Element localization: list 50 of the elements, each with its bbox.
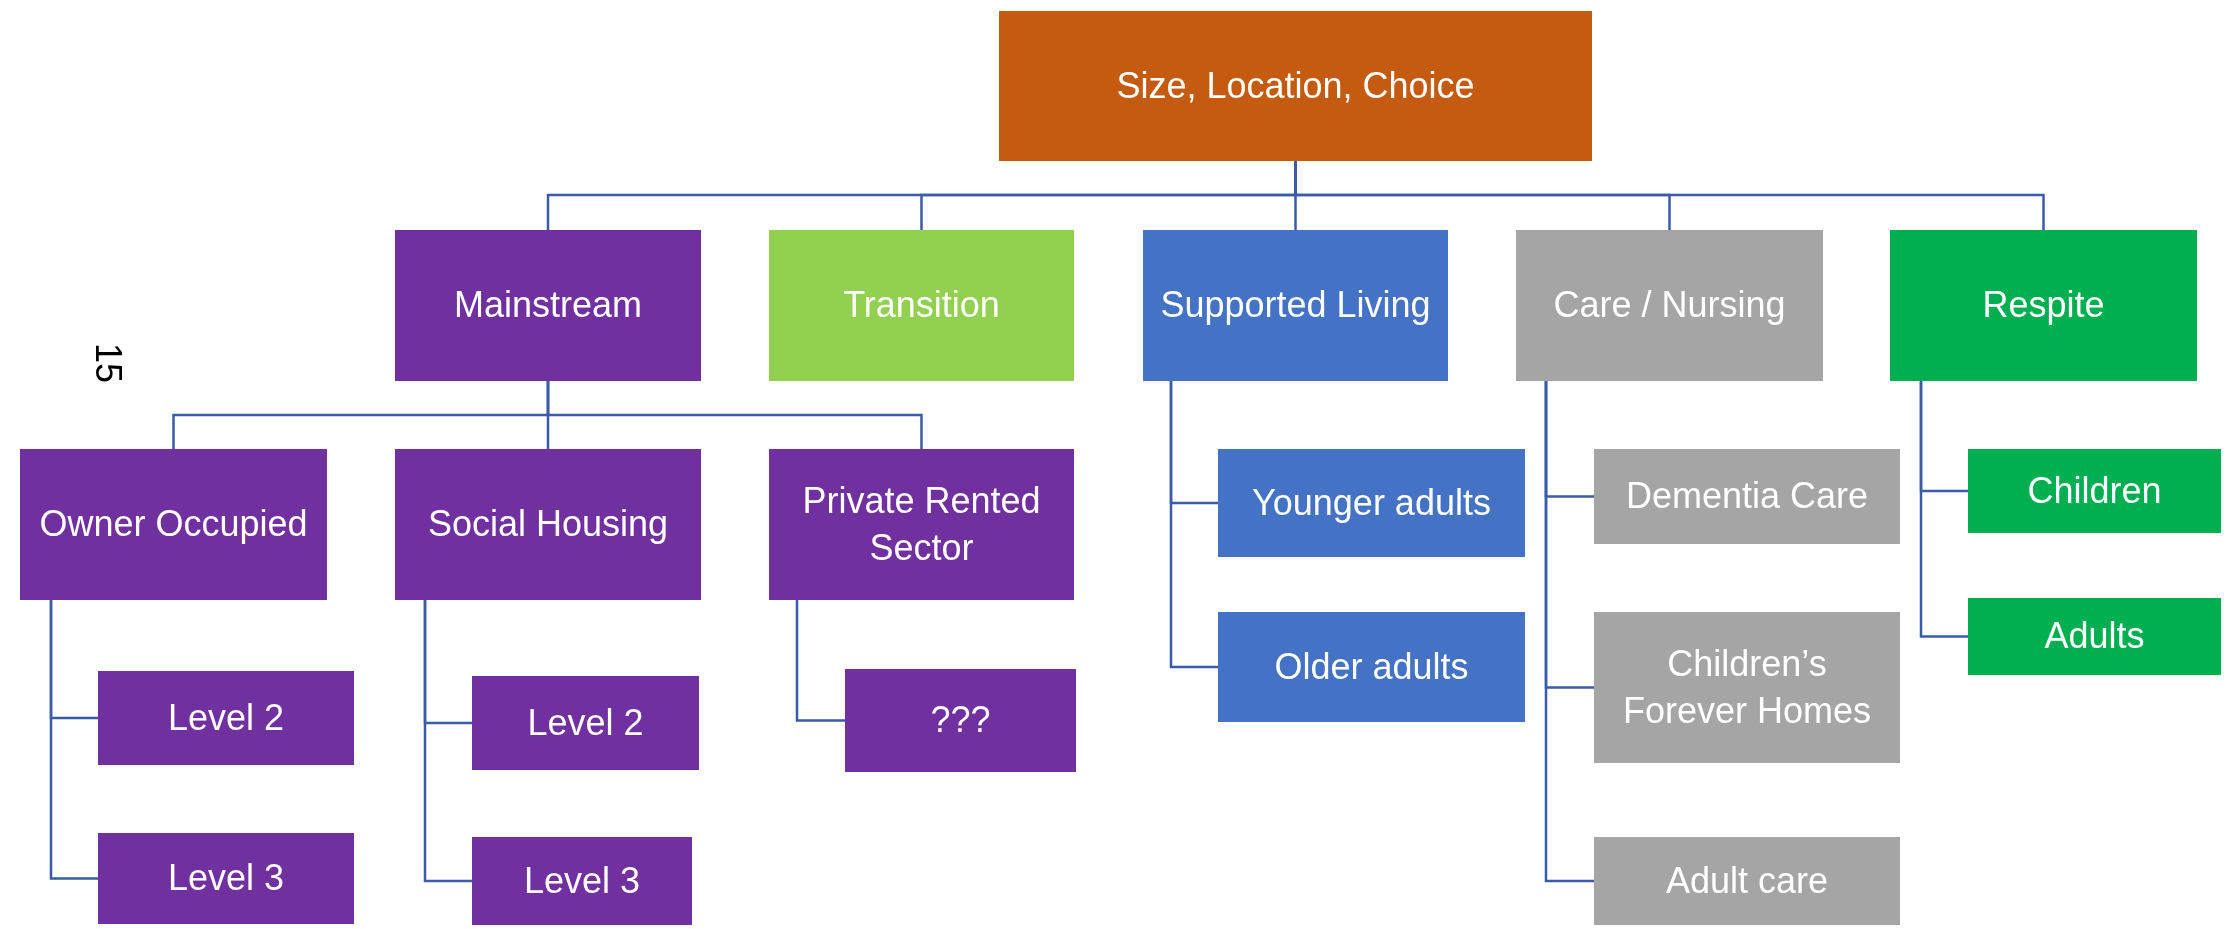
category-box [845, 669, 1076, 772]
page-number: 15 [87, 343, 129, 383]
connector-line [1169, 381, 1218, 669]
box-label: Mainstream [453, 283, 643, 328]
box-label: Level 2 [167, 695, 285, 740]
category-box [1890, 230, 2197, 381]
category-box [1594, 837, 1900, 925]
category-box [1594, 449, 1900, 544]
category-box [98, 833, 354, 924]
category-box [769, 230, 1074, 381]
category-box [20, 449, 327, 600]
category-box [1968, 598, 2221, 675]
box-label: Supported Living [1160, 283, 1431, 328]
connector-line [546, 381, 923, 449]
box-label: Transition [843, 283, 1000, 328]
box-label: Older adults [1274, 644, 1469, 689]
connector-line [795, 600, 845, 722]
box-label: Size, Location, Choice [1116, 63, 1475, 108]
connector-line [423, 600, 472, 883]
box-label: Level 3 [167, 856, 285, 901]
box-label: Children’s Forever Homes [1621, 641, 1873, 733]
box-label: Social Housing [427, 502, 669, 547]
category-box [472, 837, 692, 925]
category-box [1516, 230, 1823, 381]
category-box [769, 449, 1074, 600]
category-box [1143, 230, 1448, 381]
connector-line [1919, 381, 1968, 638]
category-box [98, 671, 354, 765]
box-label: Children [2027, 468, 2162, 513]
category-box [472, 676, 699, 770]
box-label: Level 2 [527, 700, 644, 745]
box-label: Adults [2044, 614, 2145, 659]
box-label: Private Rented Sector [801, 478, 1042, 570]
category-box [1594, 612, 1900, 763]
box-label: Dementia Care [1625, 474, 1869, 519]
connector-line [49, 600, 98, 880]
box-label: Care / Nursing [1553, 283, 1786, 328]
category-box [1968, 449, 2221, 533]
box-label: Respite [1982, 283, 2105, 328]
box-label: Adult care [1665, 858, 1829, 903]
box-label: Level 3 [523, 858, 641, 903]
box-label: Owner Occupied [39, 502, 308, 547]
category-box [1218, 449, 1525, 557]
category-box [395, 230, 701, 381]
connector-line [1544, 381, 1594, 883]
box-label: ??? [930, 698, 991, 743]
box-label: Younger adults [1252, 480, 1491, 525]
category-box [999, 11, 1592, 161]
category-box [1218, 612, 1525, 722]
category-box [395, 449, 701, 600]
